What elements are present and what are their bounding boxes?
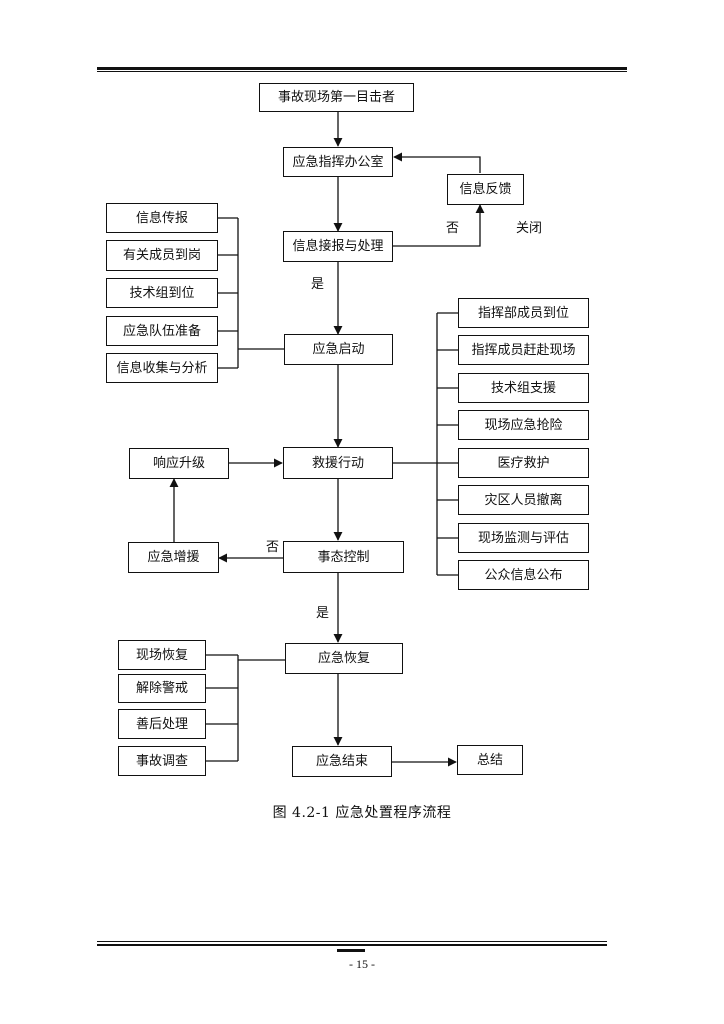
recovery-task-box: 善后处理 — [118, 709, 206, 739]
label-no-feedback: 否 — [446, 221, 460, 236]
recovery-task-box: 解除警戒 — [118, 674, 206, 703]
recovery-task-box: 事故调查 — [118, 746, 206, 776]
right-task-box: 指挥部成员到位 — [458, 298, 589, 328]
emergency-recovery-box: 应急恢复 — [285, 643, 403, 674]
header-rule-thick — [97, 67, 627, 70]
command-office-box: 应急指挥办公室 — [283, 147, 393, 177]
witness-box: 事故现场第一目击者 — [259, 83, 414, 112]
footer-rule-thin — [97, 941, 607, 942]
info-feedback-box: 信息反馈 — [447, 174, 524, 205]
response-upgrade-box: 响应升级 — [129, 448, 229, 479]
right-task-box: 技术组支援 — [458, 373, 589, 403]
label-no-control: 否 — [266, 540, 280, 555]
left-task-box: 有关成员到岗 — [106, 240, 218, 271]
right-task-box: 灾区人员撤离 — [458, 485, 589, 515]
page-number: - 15 - — [349, 957, 375, 971]
recovery-task-box: 现场恢复 — [118, 640, 206, 670]
emergency-end-box: 应急结束 — [292, 746, 392, 777]
report-handle-box: 信息接报与处理 — [283, 231, 393, 262]
situation-control-box: 事态控制 — [283, 541, 404, 573]
left-task-box: 信息传报 — [106, 203, 218, 233]
right-task-box: 公众信息公布 — [458, 560, 589, 590]
rescue-action-box: 救援行动 — [283, 447, 393, 479]
label-yes-recovery: 是 — [316, 606, 330, 621]
right-task-box: 指挥成员赶赴现场 — [458, 335, 589, 365]
left-task-box: 应急队伍准备 — [106, 316, 218, 346]
emergency-start-box: 应急启动 — [284, 334, 393, 365]
header-rule-thin — [97, 71, 627, 72]
left-task-box: 技术组到位 — [106, 278, 218, 308]
right-task-box: 现场监测与评估 — [458, 523, 589, 553]
label-close: 关闭 — [516, 221, 543, 236]
left-task-box: 信息收集与分析 — [106, 353, 218, 383]
right-task-box: 现场应急抢险 — [458, 410, 589, 440]
reinforcement-box: 应急增援 — [128, 542, 219, 573]
page-mark — [337, 949, 365, 952]
label-yes-start: 是 — [311, 277, 325, 292]
footer-rule-thick — [97, 944, 607, 946]
summary-box: 总结 — [457, 745, 523, 775]
right-task-box: 医疗救护 — [458, 448, 589, 478]
figure-caption: 图 4.2-1 应急处置程序流程 — [272, 805, 452, 821]
